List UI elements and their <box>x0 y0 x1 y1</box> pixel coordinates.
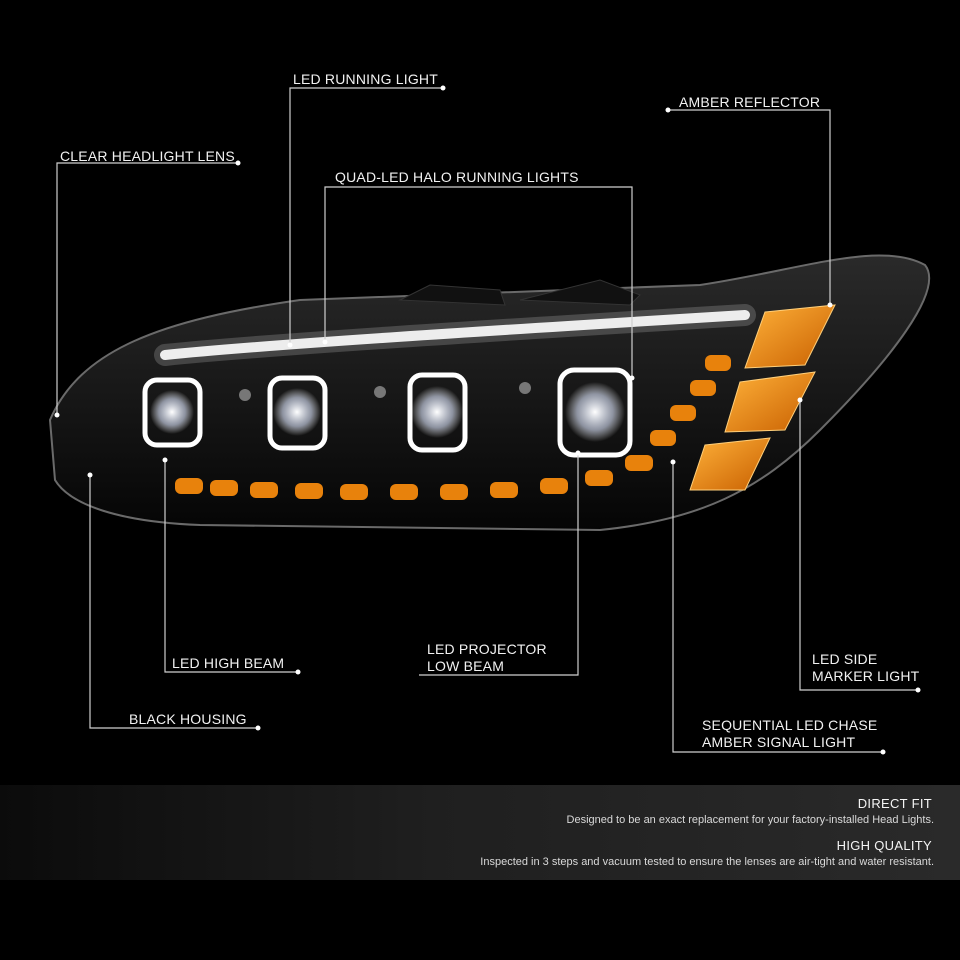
sequential-amber-strip <box>175 355 731 500</box>
mounting-tab <box>519 279 641 306</box>
callout-amber-reflector: AMBER REFLECTOR <box>679 94 820 111</box>
callout-text: LED PROJECTOR <box>427 641 547 657</box>
feature-title: DIRECT FIT <box>857 796 932 811</box>
feature-description: Designed to be an exact replacement for … <box>566 814 934 826</box>
callout-text: MARKER LIGHT <box>812 668 920 684</box>
callout-text: CLEAR HEADLIGHT LENS <box>60 148 235 164</box>
callout-led-projector: LED PROJECTOR LOW BEAM <box>427 641 547 675</box>
projector-glow <box>150 382 625 442</box>
leader-lines <box>56 87 918 753</box>
callout-clear-headlight-lens: CLEAR HEADLIGHT LENS <box>60 148 235 165</box>
side-marker-lens <box>724 371 816 433</box>
high-beam-bulb <box>239 382 531 401</box>
callout-text: AMBER REFLECTOR <box>679 94 821 110</box>
leader-dots <box>54 85 921 755</box>
callout-sequential-led: SEQUENTIAL LED CHASE AMBER SIGNAL LIGHT <box>702 717 877 751</box>
callout-text: AMBER SIGNAL LIGHT <box>702 734 856 750</box>
running-light-strip <box>160 310 750 360</box>
feature-band: DIRECT FIT Designed to be an exact repla… <box>0 785 960 880</box>
callout-quad-led-halo: QUAD-LED HALO RUNNING LIGHTS <box>335 169 579 186</box>
callout-text: SEQUENTIAL LED CHASE <box>702 717 878 733</box>
feature-title: HIGH QUALITY <box>836 838 932 853</box>
callout-text: QUAD-LED HALO RUNNING LIGHTS <box>335 169 579 185</box>
mounting-tab <box>398 284 506 306</box>
callout-led-side-marker: LED SIDE MARKER LIGHT <box>812 651 919 685</box>
side-marker-lens <box>689 437 771 491</box>
callout-black-housing: BLACK HOUSING <box>129 711 247 728</box>
feature-description: Inspected in 3 steps and vacuum tested t… <box>480 856 934 868</box>
callout-text: LED HIGH BEAM <box>172 655 285 671</box>
callout-text: LED RUNNING LIGHT <box>293 71 438 87</box>
callout-led-high-beam: LED HIGH BEAM <box>172 655 284 672</box>
callout-text: LED SIDE <box>812 651 878 667</box>
amber-reflector <box>744 304 836 369</box>
callout-text: LOW BEAM <box>427 658 505 674</box>
halo-ring <box>142 367 633 458</box>
callout-led-running-light: LED RUNNING LIGHT <box>293 71 438 88</box>
callout-text: BLACK HOUSING <box>129 711 247 727</box>
